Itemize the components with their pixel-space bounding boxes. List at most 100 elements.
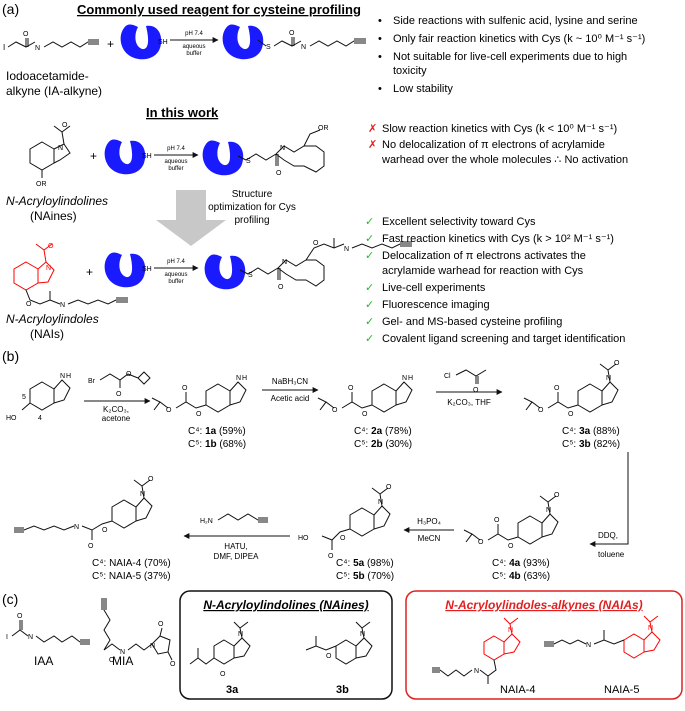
compound-5-ether-o: O: [340, 535, 346, 542]
yield-5a: C⁴: 5a (98%): [336, 558, 394, 569]
naias-box: [405, 590, 683, 700]
compound-3-ester-carbonyl-o: O: [554, 385, 560, 392]
compound-3a-label: 3a: [226, 684, 239, 696]
adduct-sulfur-label: S: [266, 44, 271, 51]
compound-2-ester-o: O: [332, 407, 338, 414]
thiol-label: SH: [142, 153, 152, 160]
compound-2-h: H: [408, 375, 413, 382]
yield-2a: C⁴: 2a (78%): [354, 426, 412, 437]
compound-1-ester-o: O: [166, 407, 172, 414]
compound-3-carbonyl-o: O: [614, 360, 620, 367]
naias-box-title: N-Acryloylindoles-alkynes (NAIAs): [445, 598, 642, 612]
bullet-marker: •: [378, 33, 382, 45]
compound-3b-label: 3b: [336, 684, 349, 696]
step1-cond1: K₂CO₃,: [103, 405, 129, 414]
mia-imide-o1: O: [158, 621, 164, 628]
mia-structure: [101, 598, 173, 661]
nais-name-line2: (NAIs): [30, 327, 64, 341]
compound-1-ether-o: O: [196, 411, 202, 418]
compound-3-structure: [523, 363, 619, 413]
compound-4-carbonyl-o: O: [554, 492, 560, 499]
nai-adduct-structure: [239, 238, 412, 287]
nai-adduct-nitrogen-label: N: [282, 259, 287, 266]
nai-amide-nitrogen-label: N: [60, 302, 65, 309]
ia-alkyne-structure: [7, 38, 99, 48]
naine-adduct-sulfur-label: S: [246, 158, 251, 165]
step4-arrow: [589, 452, 629, 547]
compound-2-ether-o: O: [362, 411, 368, 418]
amine-label: H₂N: [200, 518, 213, 525]
protein-icon: [202, 140, 244, 176]
header-in-this-work: In this work: [146, 105, 219, 120]
compound-4-n: N: [546, 507, 551, 514]
yield-1a: C⁴: 1a (59%): [188, 426, 246, 437]
bromoacetate-structure: [99, 371, 151, 388]
nai-adduct-sulfur-label: S: [248, 272, 253, 279]
yield-2b: C⁵: 2b (30%): [354, 439, 412, 450]
naine-adduct-oxygen-label: O: [276, 170, 282, 177]
yield-3b: C⁵: 3b (82%): [562, 439, 620, 450]
step4-cond1: DDQ,: [598, 531, 618, 540]
cond-top-2: pH 7.4: [167, 146, 185, 152]
mia-imide-n: N: [150, 643, 155, 650]
bullet-marker: •: [378, 51, 382, 63]
naines-box: [179, 590, 393, 700]
yield-4a: C⁴: 4a (93%): [492, 558, 550, 569]
step5-cond1: H₃PO₄: [417, 517, 441, 526]
check-icon: ✓: [365, 216, 374, 228]
step2-cond2: Acetic acid: [271, 394, 310, 403]
check-icon: ✓: [365, 299, 374, 311]
naia-n: N: [140, 491, 145, 498]
bullet-marker: •: [378, 83, 382, 95]
position-5-label: 5: [22, 394, 26, 401]
protein-icon: [104, 139, 146, 175]
compound-2-carbonyl-o: O: [348, 385, 354, 392]
iaa-nitrogen: N: [28, 634, 33, 641]
step5-cond2: MeCN: [418, 534, 441, 543]
compound-3b-ether-o: O: [326, 653, 332, 660]
compound-4-structure: [463, 495, 559, 545]
cond-bottom2-1: buffer: [186, 51, 201, 57]
naines-points: ✗ Slow reaction kinetics with Cys (k < 1…: [368, 123, 628, 166]
compound-3-n: N: [606, 375, 611, 382]
compound-5-n: N: [378, 499, 383, 506]
compound-5-structure: [321, 487, 391, 550]
compound-4-ester-carbonyl-o: O: [494, 517, 500, 524]
plus-sign-3: +: [86, 265, 93, 279]
naines-point-1: Slow reaction kinetics with Cys (k < 10⁰…: [382, 123, 617, 135]
naia-amide-n: N: [74, 524, 79, 531]
bromo-label: Br: [88, 378, 96, 385]
thiol-label: SH: [142, 266, 152, 273]
optimization-line1: Structure: [232, 189, 273, 200]
compound-1-carbonyl-o: O: [182, 385, 188, 392]
panel-label-b: (b): [2, 348, 19, 364]
naia-5-n: N: [648, 625, 653, 632]
check-icon: ✓: [365, 282, 374, 294]
adduct-oxygen-label: O: [289, 30, 295, 37]
protein-icon: [120, 24, 162, 60]
naia-5-structure: [544, 615, 661, 659]
check-icon: ✓: [365, 250, 374, 262]
compound-2-structure: [317, 381, 413, 413]
compound-4-ether-o: O: [508, 543, 514, 550]
ia-nitrogen-label: N: [35, 45, 40, 52]
cond-top-1: pH 7.4: [185, 31, 203, 37]
cond-bottom1-2: aqueous: [164, 159, 187, 165]
nais-point-1: Excellent selectivity toward Cys: [382, 216, 536, 228]
naia-product-structure: [14, 479, 153, 540]
yield-naia5: C⁵: NAIA-5 (37%): [92, 571, 171, 582]
adduct-nitrogen-label: N: [301, 44, 306, 51]
check-icon: ✓: [365, 316, 374, 328]
compound-3a-n: N: [238, 631, 243, 638]
nai-nitrogen-label: N: [46, 265, 51, 272]
compound-1-structure: [151, 381, 247, 413]
thiol-label: SH: [158, 39, 168, 46]
compound-1-nh: N: [236, 375, 241, 382]
panel-label-c: (c): [2, 591, 18, 607]
cross-icon: ✗: [368, 123, 377, 135]
cond-bottom2-2: buffer: [168, 166, 183, 172]
compound-2-nh: N: [402, 375, 407, 382]
position-4-label: 4: [38, 415, 42, 422]
nais-point-7: Covalent ligand screening and target ide…: [382, 333, 625, 345]
iaa-structure: [11, 620, 90, 645]
